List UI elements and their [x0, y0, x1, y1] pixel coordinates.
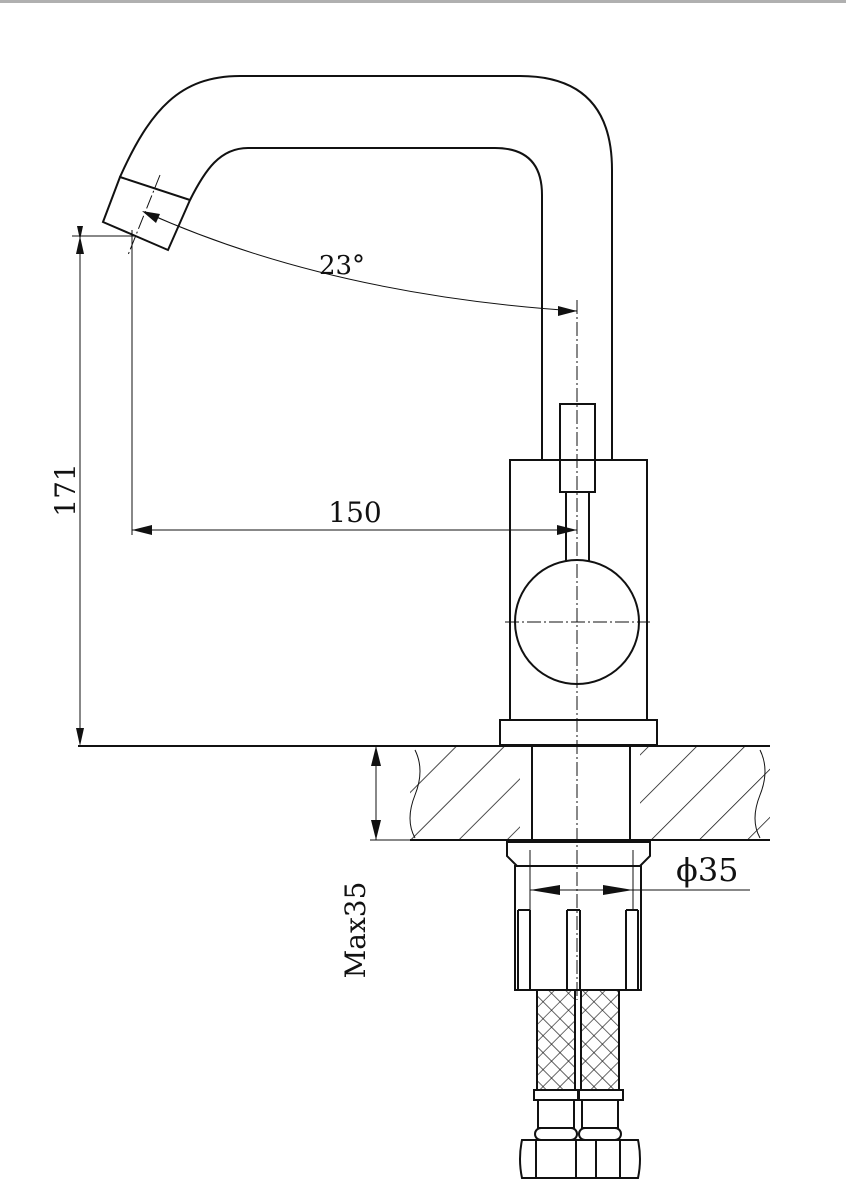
dimension-angle: 23° [142, 211, 578, 316]
hole-diameter-label: ϕ35 [676, 851, 739, 889]
faucet-body [499, 403, 658, 746]
dimension-hole-diameter: ϕ35 [529, 850, 750, 910]
dimension-height: 171 [49, 226, 135, 746]
shank [531, 745, 631, 841]
dimension-deck-thickness: Max35 [339, 746, 410, 978]
height-label: 171 [49, 463, 82, 516]
spout [101, 75, 613, 460]
mounting-nut [506, 841, 651, 991]
max-thickness-label: Max35 [339, 882, 372, 979]
braided-hoses [519, 989, 641, 1179]
countertop-section [78, 745, 770, 841]
dimension-reach: 150 [131, 230, 577, 535]
angle-label: 23° [319, 251, 365, 281]
handle-lever [559, 403, 596, 493]
aerator [101, 175, 192, 252]
reach-label: 150 [328, 496, 381, 529]
top-border [0, 0, 846, 3]
